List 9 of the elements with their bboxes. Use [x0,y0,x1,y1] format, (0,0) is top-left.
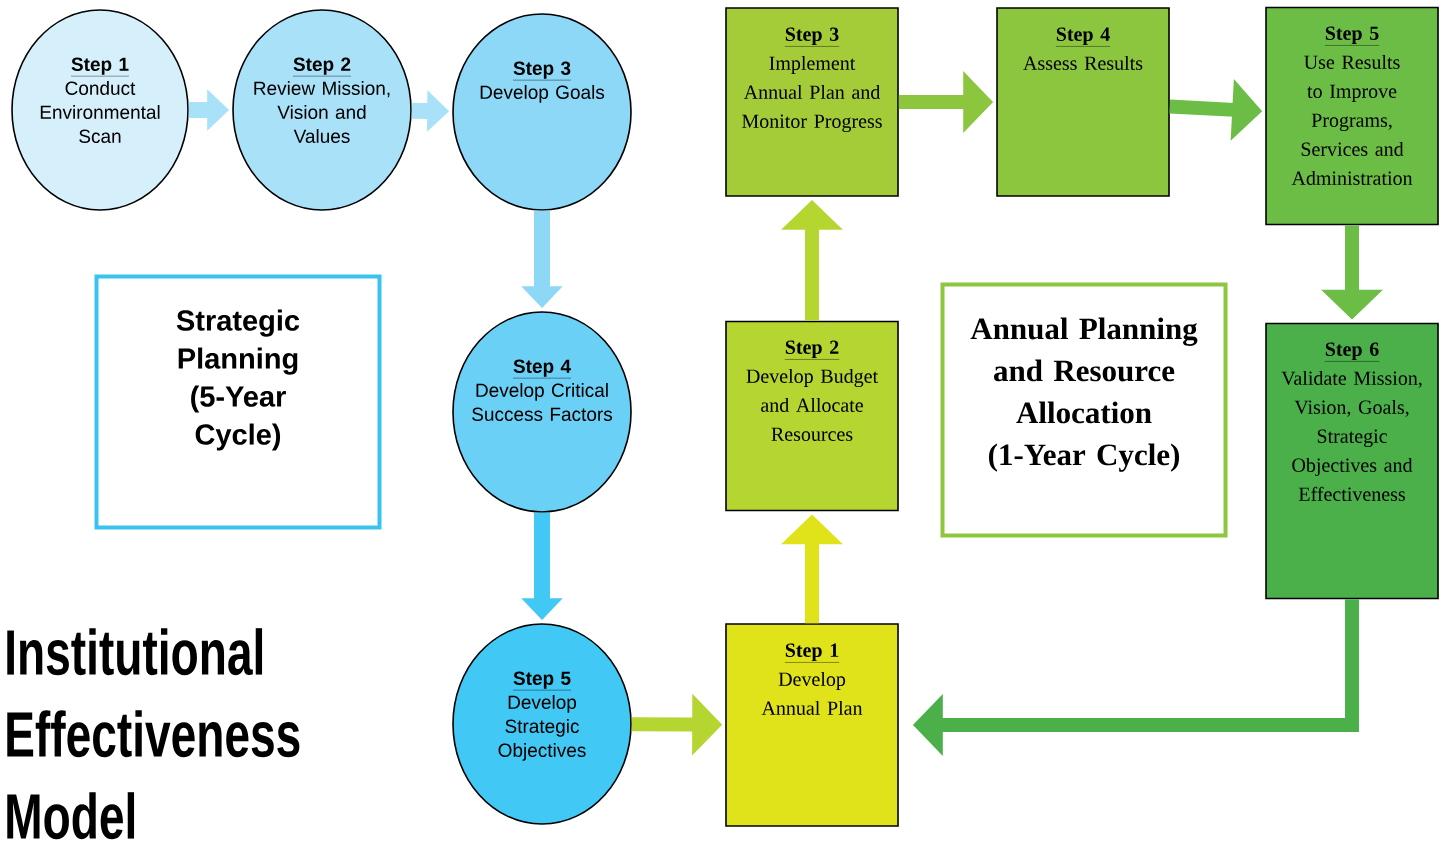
step-box: Step 1 Develop Annual Plan [725,623,899,827]
cycle-box: Annual Planning and Resource Allocation (1-Year Cycle) [940,282,1228,538]
step-box: Step 6 Validate Mission, Vision, Goals, Strategic Objectives and Effectiveness [1265,322,1439,600]
step-box: Step 5 Use Results to Improve Programs, Services and Administration [1265,6,1439,226]
title: Institutional Effectiveness Model [7,628,300,840]
step-box: Step 2 Develop Budget and Allocate Resources [725,320,899,512]
step-box: Step 3 Implement Annual Plan and Monitor Progress [725,7,899,197]
step-box: Step 4 Assess Results [996,7,1170,197]
cycle-box: Strategic Planning (5-Year Cycle) [94,274,382,530]
